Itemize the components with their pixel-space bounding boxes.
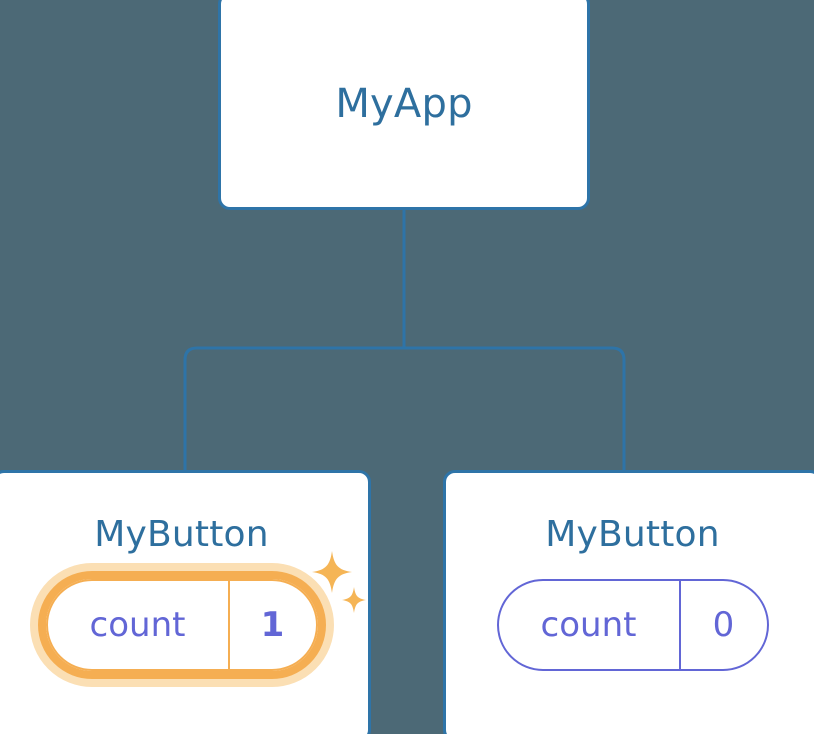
state-pill-value: 1: [260, 605, 285, 645]
state-pill-child-1[interactable]: count 0: [496, 579, 769, 671]
node-root-title: MyApp: [335, 81, 473, 127]
node-child-0-mybutton[interactable]: MyButton count 1: [0, 470, 371, 734]
node-root-myapp[interactable]: MyApp: [218, 0, 590, 210]
state-pill-divider: [678, 581, 681, 669]
state-pill-divider: [227, 581, 230, 669]
sparkle-large-icon: [311, 551, 352, 593]
connector-branch-left: [183, 346, 404, 474]
node-child-1-mybutton[interactable]: MyButton count 0: [443, 470, 814, 734]
node-child-1-title: MyButton: [545, 514, 720, 555]
state-pill-body[interactable]: count 0: [496, 579, 769, 671]
sparkle-group: [311, 551, 366, 613]
state-pill-value: 0: [712, 605, 735, 645]
sparkle-small-icon: [341, 587, 366, 613]
node-child-0-title: MyButton: [94, 514, 269, 555]
state-pill-label: count: [540, 605, 637, 645]
state-pill-child-0[interactable]: count 1: [29, 551, 366, 687]
connector-branch-right: [404, 346, 626, 474]
state-pill-label: count: [89, 605, 186, 645]
state-pill-body[interactable]: count 1: [45, 579, 318, 671]
